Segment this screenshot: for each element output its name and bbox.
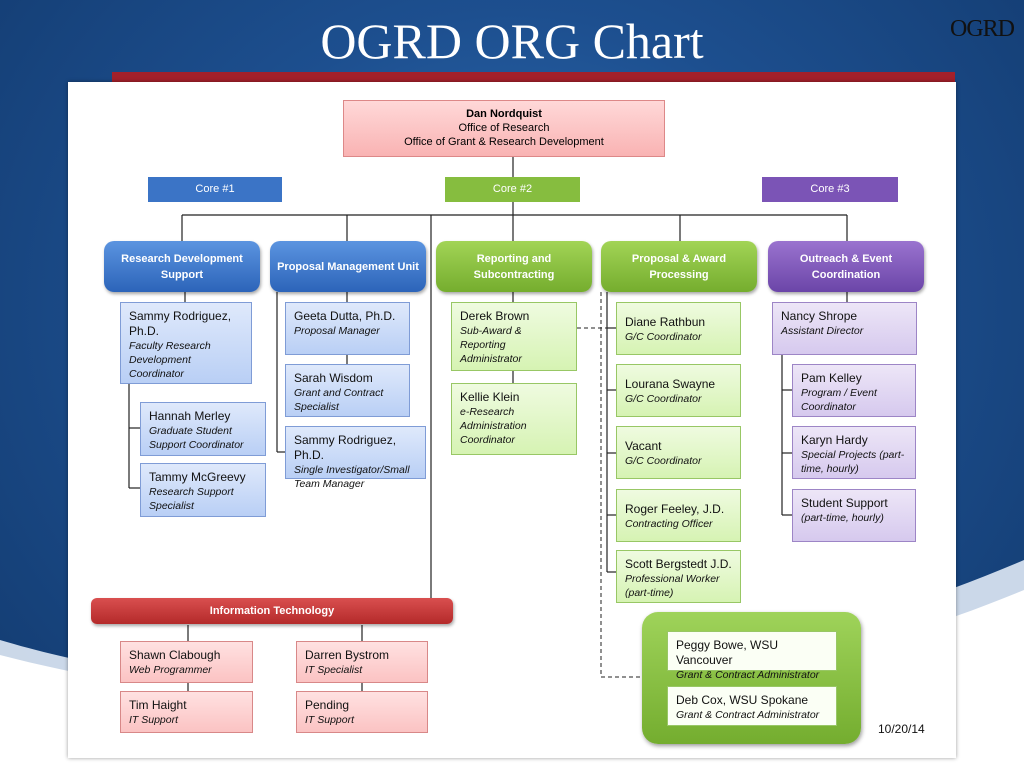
person-card: Karyn Hardy Special Projects (part-time,… — [792, 426, 916, 479]
director-box: Dan Nordquist Office of Research Office … — [343, 100, 665, 157]
core-2-label: Core #2 — [445, 177, 580, 202]
person-card: Sarah Wisdom Grant and Contract Speciali… — [285, 364, 410, 417]
person-card: Derek Brown Sub-Award & Reporting Admini… — [451, 302, 577, 371]
person-card: Deb Cox, WSU Spokane Grant & Contract Ad… — [667, 686, 837, 726]
unit-information-technology: Information Technology — [91, 598, 453, 624]
unit-proposal-award-processing: Proposal & Award Processing — [601, 241, 757, 292]
person-card: Diane Rathbun G/C Coordinator — [616, 302, 741, 355]
person-card: Nancy Shrope Assistant Director — [772, 302, 917, 355]
slide-title: OGRD ORG Chart — [320, 13, 704, 69]
person-card: Peggy Bowe, WSU Vancouver Grant & Contra… — [667, 631, 837, 681]
person-card: Geeta Dutta, Ph.D. Proposal Manager — [285, 302, 410, 355]
revision-date: 10/20/14 — [878, 722, 925, 736]
director-line1: Office of Research — [458, 122, 550, 134]
person-card: Student Support (part-time, hourly) — [792, 489, 916, 542]
person-card: Vacant G/C Coordinator — [616, 426, 741, 479]
person-card: Pam Kelley Program / Event Coordinator — [792, 364, 916, 417]
core-3-label: Core #3 — [762, 177, 898, 202]
person-card: Sammy Rodriguez, Ph.D. Faculty Research … — [120, 302, 252, 384]
brand-logo: OGRD — [949, 16, 1015, 42]
unit-outreach-event-coordination: Outreach & Event Coordination — [768, 241, 924, 292]
person-card: Kellie Klein e-Research Administration C… — [451, 383, 577, 455]
unit-reporting-subcontracting: Reporting and Subcontracting — [436, 241, 592, 292]
title-underline-bar — [112, 72, 955, 84]
director-line2: Office of Grant & Research Development — [404, 136, 604, 148]
person-card: Lourana Swayne G/C Coordinator — [616, 364, 741, 417]
person-card: Tammy McGreevy Research Support Speciali… — [140, 463, 266, 517]
person-card: Sammy Rodriguez, Ph.D. Single Investigat… — [285, 426, 426, 490]
person-card: Scott Bergstedt J.D. Professional Worker… — [616, 550, 741, 603]
person-card: Tim Haight IT Support — [120, 691, 253, 733]
person-card: Shawn Clabough Web Programmer — [120, 641, 253, 683]
person-card: Pending IT Support — [296, 691, 428, 733]
person-card: Roger Feeley, J.D. Contracting Officer — [616, 489, 741, 542]
unit-proposal-management: Proposal Management Unit — [270, 241, 426, 292]
person-card: Hannah Merley Graduate Student Support C… — [140, 402, 266, 456]
person-card: Darren Bystrom IT Specialist — [296, 641, 428, 683]
unit-research-development-support: Research Development Support — [104, 241, 260, 292]
director-name: Dan Nordquist — [466, 108, 542, 120]
core-1-label: Core #1 — [148, 177, 282, 202]
